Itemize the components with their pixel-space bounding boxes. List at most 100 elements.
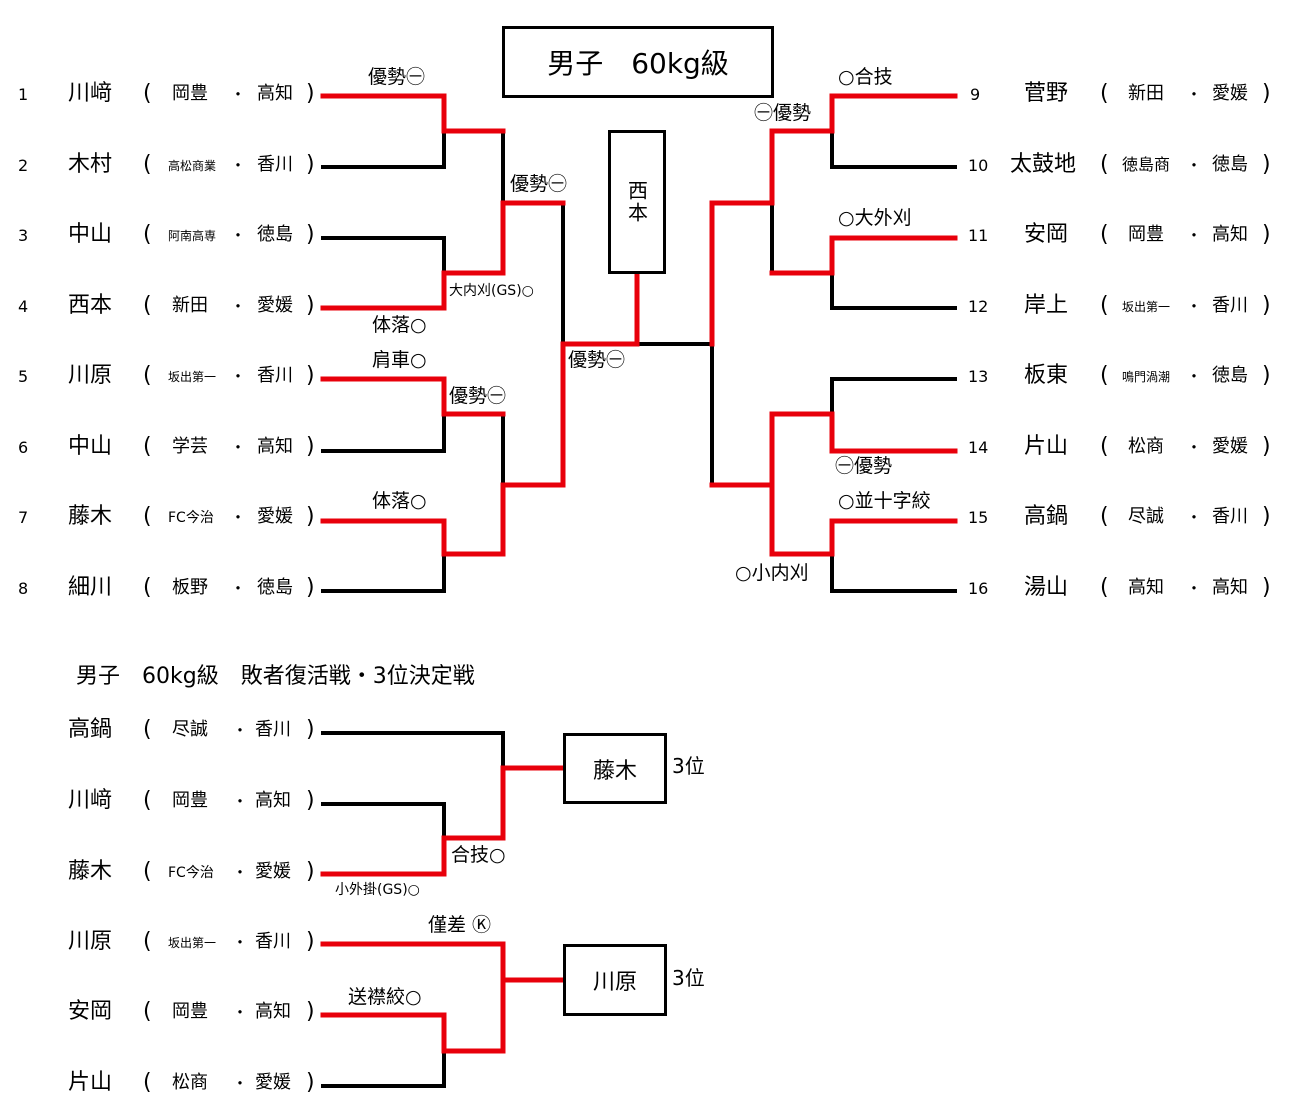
player-name: 菅野	[1024, 81, 1069, 106]
team-name: 徳島商	[1122, 155, 1171, 174]
team-name: 岡豊	[172, 790, 208, 811]
winner-path	[320, 200, 566, 311]
separator: ・	[232, 721, 249, 740]
winner-path	[320, 376, 506, 417]
paren-close: )	[306, 1070, 315, 1095]
separator: ・	[1186, 297, 1203, 316]
team-name: 松商	[1128, 436, 1164, 457]
separator: ・	[1186, 156, 1203, 175]
result-label: 僅差 Ⓚ	[428, 914, 492, 936]
prefecture: 愛媛	[255, 1072, 291, 1093]
third-place-label: 3位	[672, 966, 705, 990]
seed-number: 4	[18, 297, 29, 316]
bracket-line	[321, 1049, 446, 1088]
team-name: 尽誠	[172, 719, 208, 740]
player-name: 安岡	[1024, 222, 1069, 247]
paren-close: )	[306, 152, 315, 177]
result-label: ○大外刈	[838, 207, 912, 229]
result-label: ○小内刈	[735, 562, 809, 584]
winner-path	[709, 93, 958, 347]
bracket-line	[321, 731, 505, 770]
result-label: ○並十字絞	[838, 490, 931, 512]
prefecture: 愛媛	[1212, 436, 1248, 457]
bracket-line	[830, 129, 957, 169]
paren-open: (	[143, 363, 152, 388]
player-name: 片山	[68, 1070, 113, 1095]
team-name: 高松商業	[168, 159, 217, 173]
separator: ・	[230, 579, 247, 598]
separator: ・	[232, 792, 249, 811]
paren-open: (	[1100, 81, 1109, 106]
result-label: 優勢㊀	[449, 385, 507, 407]
winner-path	[769, 235, 958, 276]
prefecture: 香川	[1212, 295, 1248, 316]
bracket-line	[830, 377, 957, 416]
bracket-line	[321, 412, 446, 453]
seed-number: 5	[18, 367, 29, 386]
team-name: 板野	[172, 577, 208, 598]
seed-number: 11	[968, 226, 989, 245]
result-label: 肩車○	[372, 349, 427, 371]
seed-number: 13	[968, 367, 989, 386]
prefecture: 香川	[255, 719, 291, 740]
team-name: 学芸	[172, 436, 208, 457]
prefecture: 香川	[257, 154, 293, 175]
paren-close: )	[306, 293, 315, 318]
team-name: 岡豊	[172, 83, 208, 104]
winner-path	[709, 411, 958, 488]
result-label: 優勢㊀	[368, 66, 426, 88]
paren-close: )	[1262, 575, 1271, 600]
prefecture: 高知	[255, 790, 291, 811]
paren-close: )	[1262, 434, 1271, 459]
seed-number: 7	[18, 508, 29, 527]
player-name: 藤木	[68, 859, 113, 884]
third-place-box-1: 藤木	[563, 733, 667, 804]
team-name: FC今治	[168, 510, 214, 526]
winner-path	[769, 482, 958, 557]
separator: ・	[232, 863, 249, 882]
bracket-line	[321, 236, 446, 275]
title-box: 男子 60kg級	[502, 26, 774, 98]
paren-open: (	[143, 81, 152, 106]
bracket-line	[830, 271, 957, 310]
seed-number: 1	[18, 85, 29, 104]
prefecture: 徳島	[1212, 365, 1248, 386]
prefecture: 高知	[255, 1001, 291, 1022]
prefecture: 高知	[257, 436, 293, 457]
separator: ・	[1186, 367, 1203, 386]
paren-open: (	[143, 434, 152, 459]
third-place-label: 3位	[672, 754, 705, 778]
separator: ・	[230, 438, 247, 457]
team-name: 坂出第一	[1122, 300, 1171, 314]
prefecture: 愛媛	[257, 506, 293, 527]
player-name: 川原	[68, 363, 113, 388]
player-name: 高鍋	[68, 717, 113, 742]
bracket-line	[321, 552, 446, 593]
team-name: 尽誠	[1128, 506, 1164, 527]
prefecture: 愛媛	[255, 861, 291, 882]
prefecture: 徳島	[257, 577, 293, 598]
paren-open: (	[143, 152, 152, 177]
separator: ・	[230, 226, 247, 245]
separator: ・	[1186, 438, 1203, 457]
team-name: 岡豊	[1128, 224, 1164, 245]
prefecture: 香川	[255, 931, 291, 952]
bracket-line	[830, 552, 957, 593]
winner-path	[320, 941, 566, 983]
paren-close: )	[1262, 293, 1271, 318]
result-label: ㊀優勢	[835, 455, 893, 477]
seed-number: 6	[18, 438, 29, 457]
paren-open: (	[1100, 504, 1109, 529]
separator: ・	[1186, 508, 1203, 527]
prefecture: 香川	[1212, 506, 1248, 527]
paren-close: )	[306, 363, 315, 388]
paren-open: (	[143, 504, 152, 529]
paren-open: (	[1100, 293, 1109, 318]
paren-close: )	[306, 434, 315, 459]
paren-close: )	[306, 929, 315, 954]
team-name: 新田	[172, 295, 208, 316]
result-label: 大内刈(GS)○	[449, 283, 534, 299]
team-name: 坂出第一	[168, 370, 217, 384]
player-name: 中山	[68, 434, 113, 459]
